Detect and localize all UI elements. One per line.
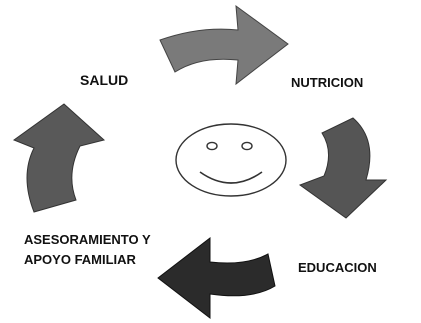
node-asesoramiento: ASESORAMIENTO Y APOYO FAMILIAR [24, 230, 151, 270]
smile-mouth [199, 171, 263, 184]
right-eye [241, 141, 253, 151]
arrow-educacion-to-asesoramiento [157, 236, 276, 320]
node-asesoramiento-line1: ASESORAMIENTO Y [24, 232, 151, 247]
left-eye [206, 141, 218, 151]
arrow-salud-to-nutricion [159, 4, 289, 86]
arrow-nutricion-to-educacion [298, 117, 388, 219]
node-educacion: EDUCACION [298, 260, 377, 275]
node-asesoramiento-line2: APOYO FAMILIAR [24, 252, 136, 267]
node-salud: SALUD [80, 72, 129, 88]
smiley-face-icon [175, 123, 287, 197]
arrow-asesoramiento-to-salud [12, 103, 106, 213]
node-nutricion: NUTRICION [291, 75, 364, 90]
